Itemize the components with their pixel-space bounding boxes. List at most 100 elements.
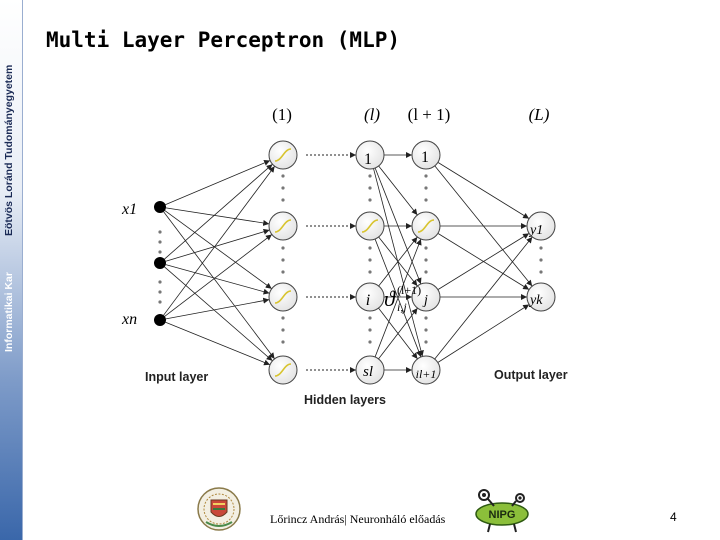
ellipsis-dots	[158, 174, 543, 344]
connection-line	[164, 210, 272, 290]
ellipsis-dot	[368, 246, 372, 250]
connection-line	[165, 207, 270, 226]
ellipsis-dot	[281, 316, 285, 320]
ellipsis-dot	[158, 250, 162, 254]
ellipsis-dot	[424, 328, 428, 332]
connection-line	[164, 234, 273, 317]
ellipsis-dot	[424, 198, 428, 202]
ellipsis-dot	[368, 258, 372, 262]
input-label-x1: x1	[121, 201, 137, 218]
connection-line	[437, 233, 530, 290]
bias-label-l-plus-1: 1	[421, 149, 429, 166]
neuron-nodes	[154, 140, 556, 385]
neuron-node	[355, 140, 385, 170]
sidebar-banner: Eötvös Loránd Tudományegyetem Informatik…	[0, 0, 23, 540]
ellipsis-dot	[539, 258, 543, 262]
ellipsis-dot	[424, 186, 428, 190]
footer-credit: Lőrincz András| Neuronháló előadás	[270, 512, 446, 526]
neuron-node	[411, 140, 441, 170]
connection-line	[378, 165, 418, 216]
ellipsis-dot	[424, 340, 428, 344]
connection-line	[165, 321, 271, 366]
ellipsis-dot	[368, 270, 372, 274]
connection-line	[437, 304, 530, 363]
ellipsis-dot	[424, 246, 428, 250]
neuron-node	[411, 282, 441, 312]
activation-curve	[274, 363, 292, 377]
nipg-logo-text: NIPG	[489, 509, 516, 521]
connection-line	[437, 162, 530, 219]
ellipsis-dot	[281, 270, 285, 274]
layer-label-l-plus-1: (l + 1)	[408, 105, 451, 124]
slide-title: Multi Layer Perceptron (MLP)	[46, 28, 401, 52]
ellipsis-dot	[424, 270, 428, 274]
ellipsis-dot	[281, 186, 285, 190]
ellipsis-dot	[281, 198, 285, 202]
nipg-logo-icon: NIPG	[475, 489, 529, 533]
hidden-layers-label: Hidden layers	[304, 393, 386, 407]
ellipsis-dot	[368, 340, 372, 344]
activation-curve	[274, 148, 292, 162]
neuron-node	[526, 211, 556, 241]
connection-line	[374, 238, 422, 358]
ellipsis-dot	[158, 290, 162, 294]
connection-line	[164, 163, 273, 260]
node-label-sl: sl	[363, 364, 373, 380]
bias-label-l: 1	[364, 151, 372, 168]
neuron-node	[355, 355, 385, 385]
weight-subscript: i,j	[397, 300, 407, 314]
ellipsis-dot	[158, 300, 162, 304]
connection-line	[373, 168, 424, 357]
output-layer-label: Output layer	[494, 368, 568, 382]
layer-label-first: (1)	[272, 105, 292, 124]
ellipsis-dot	[281, 246, 285, 250]
node-label-i: i	[366, 292, 370, 309]
ellipsis-dot	[281, 174, 285, 178]
ellipsis-dot	[368, 198, 372, 202]
node-label-j: j	[422, 293, 428, 308]
ellipsis-dot	[281, 328, 285, 332]
connection-line	[165, 297, 270, 320]
connection-line	[378, 236, 418, 287]
activation-curve	[417, 219, 435, 233]
ellipsis-dot	[368, 328, 372, 332]
activation-curve	[274, 219, 292, 233]
input-node	[154, 257, 166, 269]
ellipsis-dot	[368, 186, 372, 190]
ellipsis-dot	[281, 340, 285, 344]
ellipsis-dot	[281, 258, 285, 262]
connection-lines	[163, 152, 533, 373]
ellipsis-dot	[424, 258, 428, 262]
page-number: 4	[670, 510, 677, 524]
input-label-xn: xn	[121, 311, 137, 328]
neuron-node	[411, 355, 441, 385]
ellipsis-dot	[158, 280, 162, 284]
activation-curve	[361, 219, 379, 233]
input-layer-label: Input layer	[145, 370, 208, 384]
input-node	[154, 314, 166, 326]
connection-line	[165, 228, 270, 262]
ellipsis-dot	[368, 174, 372, 178]
connection-line	[163, 165, 275, 316]
connection-line	[378, 307, 418, 360]
ellipsis-dot	[539, 270, 543, 274]
ellipsis-dot	[368, 316, 372, 320]
ellipsis-dot	[424, 174, 428, 178]
output-label-yk: yk	[528, 293, 543, 308]
ellipsis-dot	[158, 240, 162, 244]
input-node	[154, 201, 166, 213]
neuron-node	[355, 282, 385, 312]
weight-symbol: ϑ	[384, 286, 396, 311]
connection-line	[163, 211, 275, 360]
ellipsis-dot	[158, 230, 162, 234]
output-label-y1: y1	[528, 223, 543, 238]
activation-curve	[274, 290, 292, 304]
university-seal-icon	[197, 487, 241, 531]
connection-line	[165, 160, 271, 206]
connection-line	[165, 264, 270, 295]
connection-line	[164, 266, 273, 362]
layer-label-last: (L)	[529, 105, 550, 124]
node-label-il-plus-1: il+1	[416, 367, 437, 381]
layer-label-l: (l)	[364, 105, 380, 124]
